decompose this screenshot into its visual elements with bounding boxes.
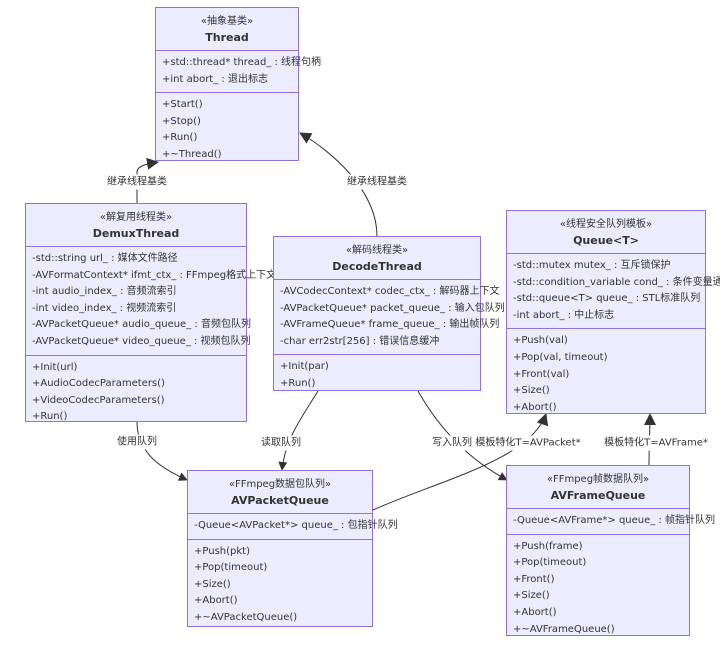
class-name: DemuxThread xyxy=(92,227,180,240)
method-row: +Pop(val, timeout) xyxy=(513,351,608,363)
method-row: +~Thread() xyxy=(162,148,222,160)
edge-label-decode-reads: 读取队列 xyxy=(259,435,303,451)
method-row: +Abort() xyxy=(194,595,238,607)
method-row: +Pop(timeout) xyxy=(194,562,268,574)
attribute-row: -char err2str[256] : 错误信息缓冲 xyxy=(280,335,440,347)
attribute-row: +int abort_ : 退出标志 xyxy=(162,73,268,85)
attribute-row: -int audio_index_ : 音频流索引 xyxy=(32,286,177,298)
class-stereotype: «FFmpeg帧数据队列» xyxy=(546,474,650,485)
class-name: AVPacketQueue xyxy=(231,494,329,507)
class-header: «解复用线程类» DemuxThread xyxy=(26,204,246,247)
attribute-row: -AVPacketQueue* audio_queue_ : 音频包队列 xyxy=(32,319,251,331)
attribute-row: -AVFrameQueue* frame_queue_ : 输出帧队列 xyxy=(280,319,500,331)
class-methods: +Init(url) +AudioCodecParameters() +VideoC… xyxy=(26,354,246,430)
edge-label-demux-uses: 使用队列 xyxy=(115,434,159,450)
attribute-row: -AVPacketQueue* video_queue_ : 视频包队列 xyxy=(32,335,251,347)
class-av-frame-queue[interactable]: «FFmpeg帧数据队列» AVFrameQueue -Queue<AVFrame*… xyxy=(506,465,716,636)
class-attributes: -std::string url_ : 媒体文件路径-AVFormatConte… xyxy=(26,247,277,355)
class-stereotype: «抽象基类» xyxy=(200,16,254,27)
class-name: Thread xyxy=(205,31,249,44)
edge-decode-reads xyxy=(278,390,319,471)
edge-demux-uses xyxy=(136,421,188,481)
attribute-row: -std::mutex mutex_ : 互斥锁保护 xyxy=(513,260,671,271)
class-name: AVFrameQueue xyxy=(550,489,646,502)
edge-label-decode-writes: 写入队列 xyxy=(430,435,474,451)
method-row: +Init(url) xyxy=(32,361,78,373)
method-row: +Push(val) xyxy=(513,335,568,347)
method-row: +Size() xyxy=(513,385,550,397)
attribute-row: -int abort_ : 中止标志 xyxy=(513,309,615,321)
method-row: +Run() xyxy=(280,377,316,389)
method-row: +Size() xyxy=(513,590,550,602)
class-methods: +Start() +Stop() +Run() +~Thread() xyxy=(156,92,298,167)
class-queue-template[interactable]: «线程安全队列模板»Queue<T>-std::mutex mutex_ : 互… xyxy=(506,210,720,414)
method-row: +Init(par) xyxy=(280,361,329,373)
edge-decode-inherit xyxy=(299,132,378,237)
class-attributes: +std::thread* thread_ : 线程句柄+int abort_ … xyxy=(156,51,322,92)
attribute-row: -std::queue<T> queue_ : STL标准队列 xyxy=(513,293,701,305)
method-row: +Stop() xyxy=(162,115,201,127)
attribute-row: -AVFormatContext* ifmt_ctx_ : FFmpeg格式上下… xyxy=(32,269,277,281)
class-decode-thread[interactable]: «解码线程类» DecodeThread -AVCodecContext* code… xyxy=(273,236,505,391)
attribute-row: -Queue<AVFrame*> queue_ : 帧指针队列 xyxy=(513,515,716,526)
class-av-packet-queue[interactable]: «FFmpeg数据包队列» AVPacketQueue -Queue<AVPacke… xyxy=(187,470,398,627)
attribute-row: +std::thread* thread_ : 线程句柄 xyxy=(162,57,322,68)
attribute-row: -std::condition_variable cond_ : 条件变量通知 xyxy=(513,276,720,288)
class-attributes: -Queue<AVPacket*> queue_ : 包指针队列 xyxy=(188,514,398,539)
attribute-row: -Queue<AVPacket*> queue_ : 包指针队列 xyxy=(194,520,398,531)
method-row: +Abort() xyxy=(513,401,557,413)
edge-label-frame-specialize: 模板特化T=AVFrame* xyxy=(602,435,710,451)
class-stereotype: «FFmpeg数据包队列» xyxy=(228,479,332,490)
class-attributes: -Queue<AVFrame*> queue_ : 帧指针队列 xyxy=(507,509,716,534)
class-header: «抽象基类» Thread xyxy=(156,8,298,51)
class-attributes: -AVCodecContext* codec_ctx_ : 解码器上下文 -AVP… xyxy=(274,280,505,354)
method-row: +~AVPacketQueue() xyxy=(194,611,298,623)
class-methods: +Init(par) +Run() xyxy=(274,354,480,396)
class-header: «解码线程类» DecodeThread xyxy=(274,237,480,280)
class-stereotype: «解码线程类» xyxy=(345,245,409,256)
method-row: +Size() xyxy=(194,578,231,590)
class-name: Queue<T> xyxy=(573,234,639,247)
class-header: «FFmpeg帧数据队列» AVFrameQueue xyxy=(507,466,689,509)
edge-label-decode-inherit: 继承线程基类 xyxy=(345,174,409,190)
edge-label-packet-specialize: 模板特化T=AVPacket* xyxy=(473,435,583,451)
method-row: +Run() xyxy=(162,132,198,144)
edge-demux-inherit xyxy=(136,157,159,203)
attribute-row: -int video_index_ : 视频流索引 xyxy=(32,302,177,314)
class-name: DecodeThread xyxy=(332,260,422,273)
class-attributes: -std::mutex mutex_ : 互斥锁保护-std::conditio… xyxy=(507,254,720,328)
class-methods: +Push(frame) +Pop(timeout) +Front() +Size()… xyxy=(507,533,689,643)
method-row: +VideoCodecParameters() xyxy=(32,394,165,406)
attribute-row: -AVPacketQueue* packet_queue_ : 输入包队列 xyxy=(280,302,505,314)
class-stereotype: «线程安全队列模板» xyxy=(559,219,653,230)
method-row: +Abort() xyxy=(513,606,557,618)
method-row: +Front(val) xyxy=(513,368,570,380)
attribute-row: -std::string url_ : 媒体文件路径 xyxy=(32,253,178,264)
method-row: +AudioCodecParameters() xyxy=(32,378,165,390)
method-row: +~AVFrameQueue() xyxy=(513,623,615,635)
method-row: +Push(pkt) xyxy=(194,545,250,557)
class-stereotype: «解复用线程类» xyxy=(99,212,173,223)
method-row: +Front() xyxy=(513,573,555,585)
edge-label-demux-inherit: 继承线程基类 xyxy=(105,174,169,190)
edge-packet-specialize xyxy=(372,413,549,511)
method-row: +Push(frame) xyxy=(513,540,583,552)
class-header: «FFmpeg数据包队列» AVPacketQueue xyxy=(188,471,372,514)
method-row: +Start() xyxy=(162,99,203,111)
class-thread[interactable]: «抽象基类»Thread+std::thread* thread_ : 线程句柄… xyxy=(155,7,322,161)
method-row: +Pop(timeout) xyxy=(513,557,587,569)
class-methods: +Push(val) +Pop(val, timeout) +Front(val) +… xyxy=(507,328,705,420)
class-methods: +Push(pkt) +Pop(timeout) +Size() +Abort() +~… xyxy=(188,538,372,631)
attribute-row: -AVCodecContext* codec_ctx_ : 解码器上下文 xyxy=(280,286,500,297)
method-row: +Run() xyxy=(32,411,68,423)
class-header: «线程安全队列模板» Queue<T> xyxy=(507,211,705,254)
class-demux-thread[interactable]: «解复用线程类»DemuxThread-std::string url_ : 媒… xyxy=(25,203,277,422)
